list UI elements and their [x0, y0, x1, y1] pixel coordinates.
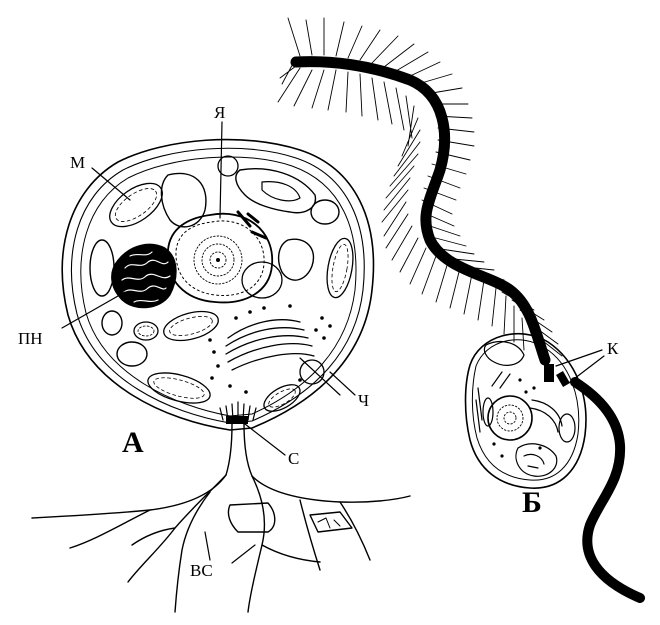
flagellum-hairy	[296, 62, 545, 360]
label-m: М	[70, 154, 85, 171]
label-b: Б	[522, 488, 542, 518]
label-a: А	[122, 428, 144, 458]
label-pn: ПН	[18, 330, 43, 347]
granules	[208, 304, 332, 394]
flagellum-smooth	[575, 382, 640, 598]
leader-lines-a	[62, 122, 355, 563]
cell-a-wall	[62, 140, 373, 430]
stalk	[32, 424, 410, 612]
cell-a	[32, 122, 410, 612]
cell-b	[278, 18, 640, 598]
label-ya: Я	[214, 104, 225, 121]
nucleus	[168, 212, 273, 302]
label-k: К	[607, 340, 618, 357]
label-s: С	[288, 450, 299, 467]
dense-body	[112, 244, 177, 308]
golgi	[226, 320, 314, 370]
label-vs: ВС	[190, 562, 213, 579]
label-ch: Ч	[358, 392, 369, 409]
